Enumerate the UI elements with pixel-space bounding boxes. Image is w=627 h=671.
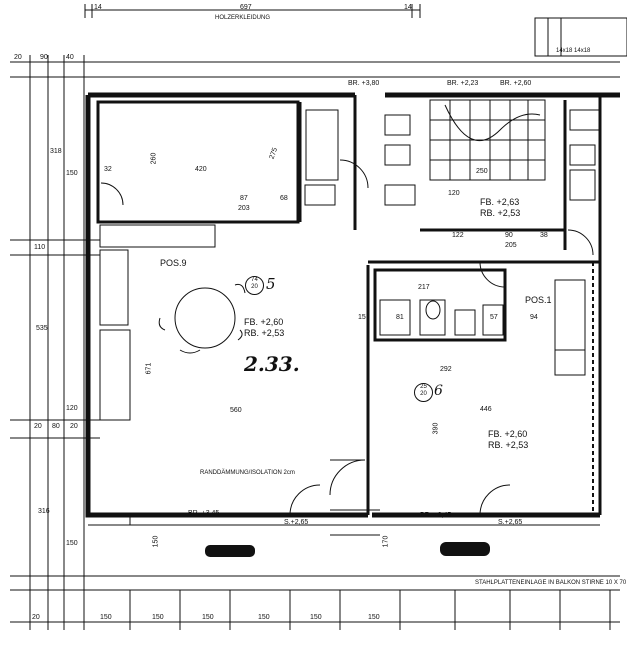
bottom-grid-6: 150	[310, 614, 322, 621]
elevation-br-bottom-left: BR. +3,45	[188, 510, 220, 517]
kitchen-d3: 68	[280, 195, 288, 202]
elevation-br1: BR. +3,80	[348, 80, 380, 87]
vert-dim-120: 120	[66, 405, 78, 412]
left-small-4: 110	[34, 244, 46, 251]
room6-rb: RB. +2,53	[488, 440, 529, 450]
stairs-d4: 205	[505, 242, 517, 249]
kitchen-side: 32	[104, 166, 112, 173]
elevation-br-bottom-right: BR. +3,45	[420, 512, 452, 519]
living-circle: 74 20	[245, 276, 264, 295]
vert-dim-150: 150	[66, 170, 78, 177]
elevation-s-right: S.+2,65	[498, 519, 523, 526]
vert-dim-535: 535	[36, 325, 48, 332]
overall-dimension: 697	[240, 4, 252, 11]
living-height: 671	[145, 362, 153, 375]
left-small-1: 20	[34, 423, 42, 430]
left-small-2: 80	[52, 423, 60, 430]
bath-d4: 94	[530, 314, 538, 321]
room6-height: 390	[432, 422, 440, 435]
room6-number: 6	[434, 383, 443, 399]
bath-d1: 217	[418, 284, 430, 291]
bottom-grid-1: 20	[32, 614, 40, 621]
vert-dim-318: 318	[50, 148, 62, 155]
room6-width: 446	[480, 406, 492, 413]
living-note: RANDDÄMMUNG/ISOLATION 2cm	[200, 470, 295, 476]
living-handwritten: 2.33.	[244, 352, 300, 376]
top-right-boxes: 14x18 14x18	[556, 48, 591, 54]
bottom-grid-7: 150	[368, 614, 380, 621]
living-circle-bottom: 20	[251, 284, 258, 290]
stairs-d6: 38	[540, 232, 548, 239]
living-circle-top: 74	[251, 277, 258, 283]
kitchen-width: 420	[195, 166, 207, 173]
bottom-grid-2: 150	[100, 614, 112, 621]
living-fb: FB. +2,60	[244, 317, 284, 327]
stairs-d2: 250	[476, 168, 488, 175]
bottom-grid-5: 150	[258, 614, 270, 621]
vert-dim-150b: 150	[66, 540, 78, 547]
living-width: 560	[230, 407, 242, 414]
kitchen-d2: 203	[238, 205, 250, 212]
room6-circle-top: 25	[420, 384, 427, 390]
living-rb: RB. +2,53	[244, 328, 285, 338]
bottom-note: STAHLPLATTENEINLAGE IN BALKON STIRNE 10 …	[475, 580, 627, 586]
vert-dim-316: 316	[38, 508, 50, 515]
bottom-r1: 150	[152, 535, 160, 548]
elevation-br2: BR. +2,23	[447, 80, 479, 87]
bottom-grid-4: 150	[202, 614, 214, 621]
stairs-rb: RB. +2,53	[480, 208, 521, 218]
stairs-d3: 90	[505, 232, 513, 239]
living-pos: POS.9	[160, 258, 187, 268]
grid-left-1: 20	[14, 54, 22, 61]
edge-dim-right: 14	[404, 4, 412, 11]
bath-d3: 57	[490, 314, 498, 321]
room6-top: 292	[440, 366, 452, 373]
plan-title: HOLZERKLEIDUNG	[215, 15, 271, 21]
left-small-3: 20	[70, 423, 78, 430]
elevation-s-left: S.+2,65	[284, 519, 309, 526]
kitchen-height: 260	[150, 152, 158, 165]
room6-circle: 25 20	[414, 383, 433, 402]
bottom-r2: 170	[382, 535, 390, 548]
edge-dim-left: 14	[94, 4, 102, 11]
grid-left-2: 90	[40, 54, 48, 61]
stairs-fb: FB. +2,63	[480, 197, 520, 207]
living-number: 5	[266, 275, 276, 293]
room6-pos: POS.1	[525, 295, 552, 305]
bath-d5: 15	[358, 314, 366, 321]
stairs-d1: 120	[448, 190, 460, 197]
elevation-br3: BR. +2,60	[500, 80, 532, 87]
room6-circle-bottom: 20	[420, 391, 427, 397]
grid-left-3: 40	[66, 54, 74, 61]
bottom-grid-3: 150	[152, 614, 164, 621]
kitchen-d1: 87	[240, 195, 248, 202]
stairs-d5: 122	[452, 232, 464, 239]
bath-d2: 81	[396, 314, 404, 321]
room6-fb: FB. +2,60	[488, 429, 528, 439]
